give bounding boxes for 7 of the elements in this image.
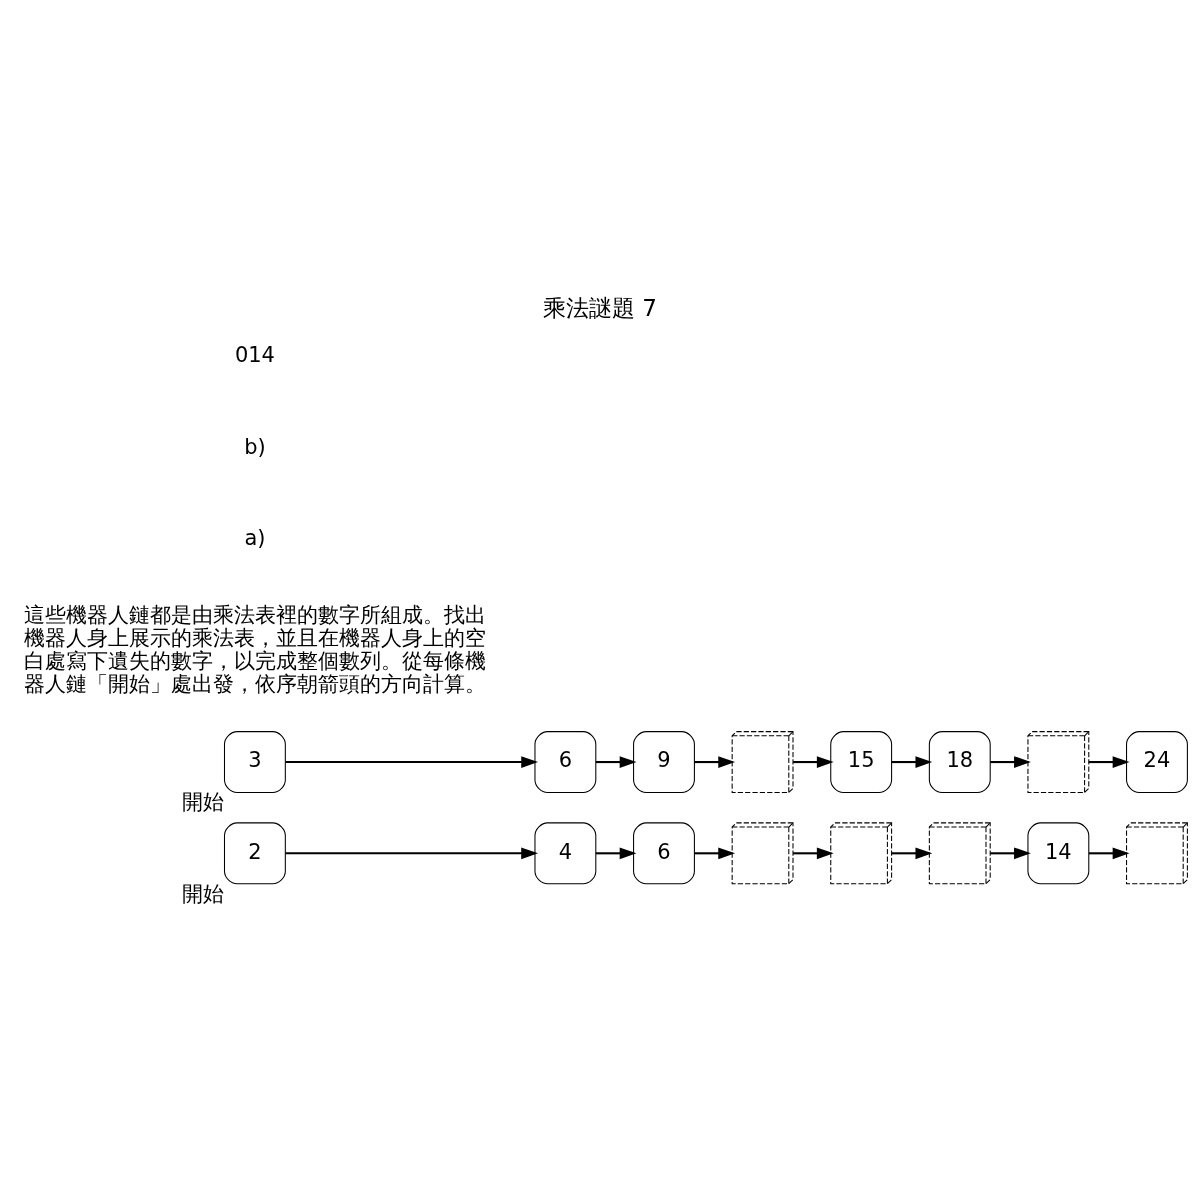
diagram-title: 乘法謎題 7	[542, 294, 658, 321]
label: a)	[244, 525, 266, 550]
label: 014	[234, 343, 275, 368]
node-label: 開始	[181, 881, 224, 906]
label: b)	[244, 434, 266, 459]
node-label: 開始	[181, 790, 224, 815]
label: 這些機器人鏈都是由乘法表裡的數字所組成。找出機器人身上展示的乘法表，並且在機器人身上的空白處寫下遺失的數字，以完成整個數列。從每條機器人鏈「開始」處出發，依序朝箭頭的方向計算。	[23, 602, 486, 696]
